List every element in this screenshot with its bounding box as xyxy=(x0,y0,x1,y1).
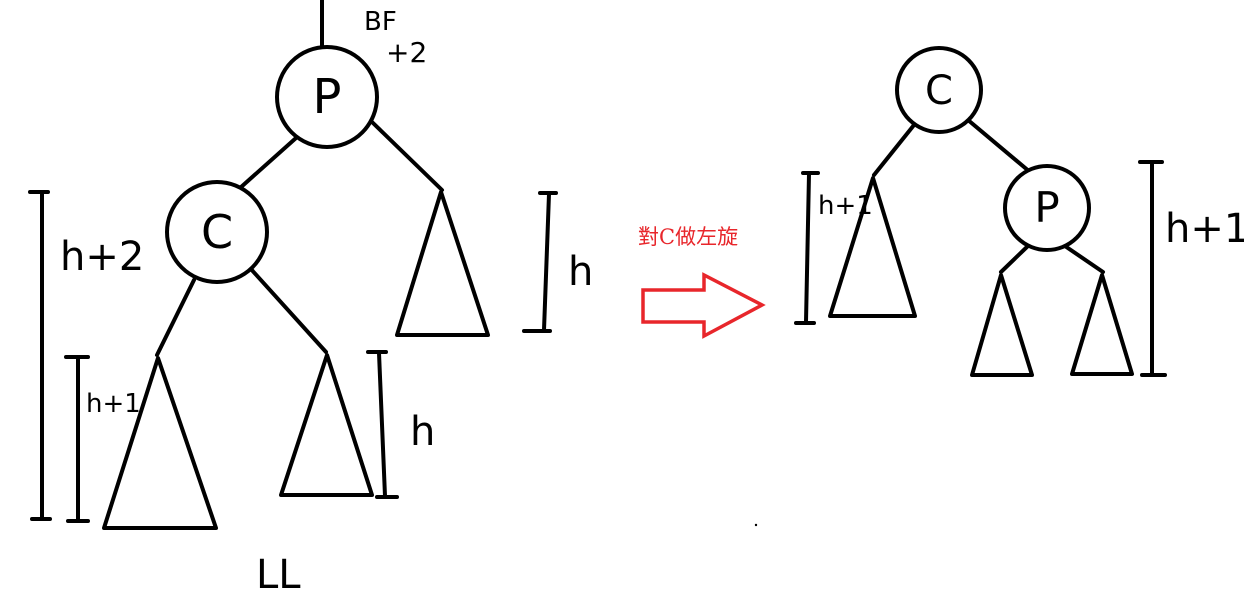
height-bracket-right-after xyxy=(1138,160,1167,377)
height-bracket-right-subtree xyxy=(522,191,558,333)
middle-subtree-triangle xyxy=(279,353,374,497)
rotation-operation: 對C做左旋 xyxy=(638,225,766,339)
height-bracket-middle-subtree xyxy=(366,350,399,499)
node-p xyxy=(275,45,379,149)
height-total-label: h+2 xyxy=(60,234,144,280)
height-left-after-label: h+1 xyxy=(818,191,873,221)
stray-dot xyxy=(754,523,758,527)
node-c-after-label: C xyxy=(925,68,953,114)
edge-c-p-after xyxy=(966,118,1032,174)
right-subtree-triangle-after xyxy=(1070,273,1134,376)
height-bracket-left-after xyxy=(794,171,820,325)
rotation-arrow xyxy=(641,272,766,339)
node-p-after xyxy=(1003,164,1091,252)
left-subtree-triangle-after xyxy=(828,176,917,318)
height-right-after-label: h+1 xyxy=(1165,206,1244,252)
edge-p-left-subtree-after xyxy=(999,242,1032,274)
edge-c-left-subtree-after xyxy=(872,123,916,177)
before-tree: P C BF +2 h+2 h+1 h xyxy=(28,0,593,598)
balance-factor-label: BF xyxy=(364,7,397,37)
after-tree: C P h+1 h+1 xyxy=(754,46,1244,527)
edge-p-right-subtree xyxy=(370,120,444,192)
left-subtree-triangle xyxy=(102,356,218,530)
height-bracket-total xyxy=(28,190,52,521)
node-c-after xyxy=(895,46,983,134)
node-p-after-label: P xyxy=(1034,183,1059,232)
middle-subtree-triangle-after xyxy=(970,273,1034,377)
edge-p-c xyxy=(238,136,298,190)
balance-factor-value: +2 xyxy=(386,36,427,69)
node-p-label: P xyxy=(313,69,342,125)
height-middle-subtree-label: h xyxy=(410,409,435,455)
case-label: LL xyxy=(256,552,301,598)
node-c xyxy=(165,180,269,284)
right-subtree-triangle xyxy=(395,190,490,337)
height-right-subtree-label: h xyxy=(568,249,593,295)
rotation-caption: 對C做左旋 xyxy=(638,225,738,249)
edge-c-middle-subtree xyxy=(248,266,328,354)
edge-p-right-subtree-after xyxy=(1060,242,1105,274)
node-c-label: C xyxy=(201,205,233,259)
edge-c-left-subtree xyxy=(155,278,196,357)
height-left-subtree-label: h+1 xyxy=(86,389,141,419)
height-bracket-left-subtree xyxy=(64,355,90,523)
